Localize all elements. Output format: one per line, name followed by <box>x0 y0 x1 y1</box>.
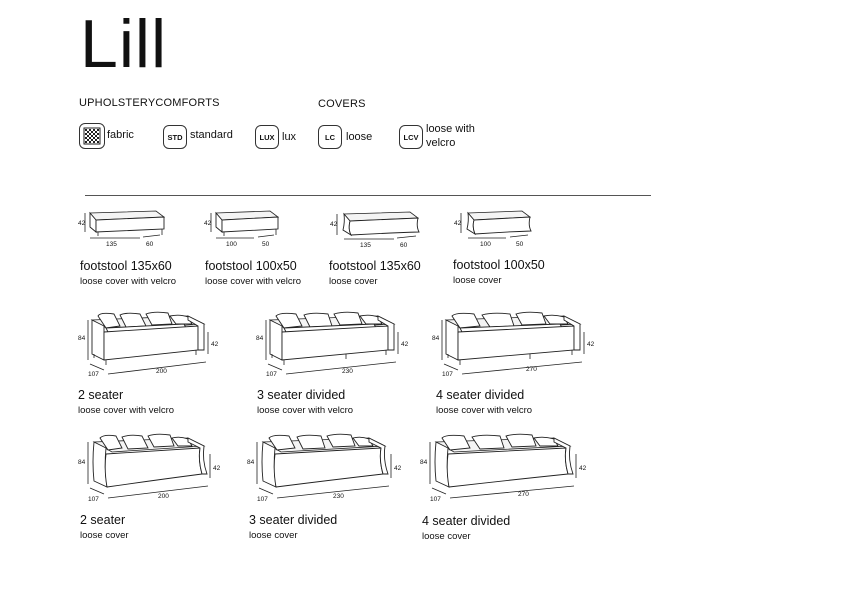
dim-height: 84 <box>78 459 86 466</box>
product-name: 2 seater <box>80 513 126 527</box>
upholstery-heading: UPHOLSTERY <box>79 97 156 109</box>
dim-seat-height: 42 <box>213 465 221 472</box>
sofa-3-seater-loose-drawing: 84 42 107 230 <box>245 432 405 504</box>
dim-depth: 50 <box>516 241 524 248</box>
product-cover: loose cover with velcro <box>436 405 533 416</box>
dim-width: 200 <box>156 368 167 375</box>
fabric-label: fabric <box>107 129 134 141</box>
product-name: 3 seater divided <box>249 513 338 527</box>
dim-depth: 107 <box>88 496 99 503</box>
dim-seat-height: 42 <box>401 341 409 348</box>
dim-depth: 50 <box>262 241 270 248</box>
dim-seat-height: 42 <box>587 341 595 348</box>
product-name: footstool 100x50 <box>205 259 297 273</box>
dim-height: 42 <box>330 221 338 228</box>
dim-height: 42 <box>204 220 212 227</box>
product-name: 4 seater divided <box>422 514 511 528</box>
sofa-4-seater-loose-drawing: 84 42 107 270 <box>418 432 590 504</box>
loose-label: loose <box>346 131 373 143</box>
dim-depth: 107 <box>442 371 453 378</box>
sofa-2-seater-velcro-drawing: 84 42 107 200 <box>76 310 226 382</box>
sofa-3-seater-velcro-drawing: 84 42 107 230 <box>254 310 414 382</box>
dim-height: 84 <box>256 335 264 342</box>
product-cover: loose cover <box>249 530 298 541</box>
footstool-100x50-loose-drawing: 42 100 50 <box>452 205 542 253</box>
lux-comfort-icon: LUX <box>255 125 279 149</box>
covers-heading: COVERS <box>318 98 366 110</box>
dim-depth: 107 <box>266 371 277 378</box>
fabric-swatch-icon <box>79 123 105 149</box>
product-cover: loose cover <box>80 530 129 541</box>
product-cover: loose cover <box>453 275 502 286</box>
product-name: 4 seater divided <box>436 388 525 402</box>
dim-width: 270 <box>526 366 537 373</box>
product-name: footstool 135x60 <box>329 259 421 273</box>
dim-height: 84 <box>247 459 255 466</box>
divider <box>85 195 651 196</box>
dim-height: 84 <box>78 335 86 342</box>
dim-width: 135 <box>106 241 117 248</box>
footstool-135x60-loose-drawing: 42 135 60 <box>328 205 428 253</box>
dim-depth: 60 <box>146 241 154 248</box>
lux-label: lux <box>282 131 297 143</box>
page-title: Lill <box>80 6 168 82</box>
product-cover: loose cover with velcro <box>257 405 354 416</box>
product-cover: loose cover with velcro <box>78 405 175 416</box>
sofa-4-seater-velcro-drawing: 84 42 107 270 <box>430 310 600 382</box>
dim-depth: 107 <box>430 496 441 503</box>
loose-cover-icon: LC <box>318 125 342 149</box>
loose-velcro-label: loose with velcro <box>426 123 475 149</box>
dim-height: 84 <box>420 459 428 466</box>
standard-comfort-icon: STD <box>163 125 187 149</box>
dim-width: 200 <box>158 493 169 500</box>
footstool-100x50-velcro-drawing: 42 100 50 <box>202 205 292 253</box>
dim-height: 42 <box>78 220 86 227</box>
dim-width: 230 <box>342 368 353 375</box>
product-name: footstool 135x60 <box>80 259 172 273</box>
footstool-135x60-velcro-drawing: 42 135 60 <box>76 205 176 253</box>
product-name: 3 seater divided <box>257 388 346 402</box>
dim-height: 42 <box>454 220 462 227</box>
dim-seat-height: 42 <box>394 465 402 472</box>
dim-width: 100 <box>226 241 237 248</box>
dim-width: 230 <box>333 493 344 500</box>
dim-width: 135 <box>360 242 371 249</box>
product-cover: loose cover <box>422 531 471 542</box>
product-cover: loose cover <box>329 276 378 287</box>
dim-height: 84 <box>432 335 440 342</box>
dim-seat-height: 42 <box>211 341 219 348</box>
product-name: 2 seater <box>78 388 124 402</box>
section-heading-upholstery-comforts: UPHOLSTERYCOMFORTS <box>79 97 220 109</box>
sofa-2-seater-loose-drawing: 84 42 107 200 <box>76 432 226 504</box>
product-cover: loose cover with velcro <box>80 276 177 287</box>
loose-velcro-cover-icon: LCV <box>399 125 423 149</box>
dim-depth: 60 <box>400 242 408 249</box>
dim-width: 100 <box>480 241 491 248</box>
comforts-heading: COMFORTS <box>155 97 220 109</box>
dim-width: 270 <box>518 491 529 498</box>
product-name: footstool 100x50 <box>453 258 545 272</box>
product-cover: loose cover with velcro <box>205 276 302 287</box>
dim-seat-height: 42 <box>579 465 587 472</box>
dim-depth: 107 <box>257 496 268 503</box>
dim-depth: 107 <box>88 371 99 378</box>
standard-label: standard <box>190 129 233 141</box>
